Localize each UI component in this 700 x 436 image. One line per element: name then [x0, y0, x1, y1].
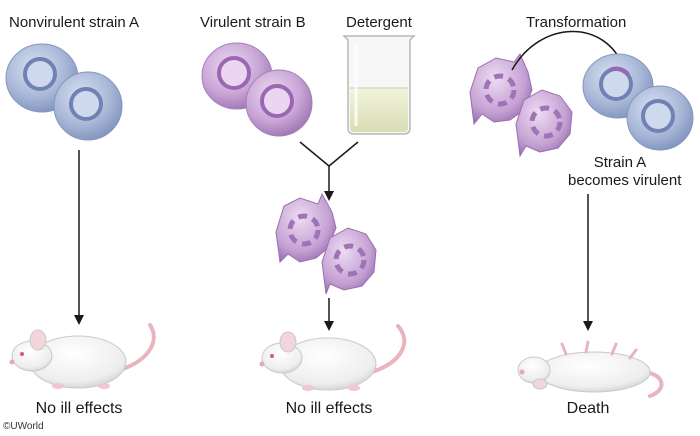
mouse-alive-middle: [259, 324, 407, 391]
detergent-beaker: [342, 35, 416, 135]
nonvirulent-cell: [5, 43, 79, 113]
outcome-left: No ill effects: [35, 400, 123, 417]
transformed-cell: [626, 85, 694, 151]
virulent-cell: [245, 69, 313, 137]
outcome-right: Death: [566, 400, 610, 417]
lysed-strain-b-fragments: [469, 53, 573, 158]
merge-lines: [299, 141, 359, 201]
transformation-label: Transformation: [526, 14, 627, 31]
nonvirulent-cell-pair: [5, 43, 123, 141]
strain-a-becomes-virulent-label: Strain A becomes virulent: [568, 154, 682, 190]
copyright-notice: ©UWorld: [3, 421, 44, 432]
virulent-strain-b-label: Virulent strain B: [200, 14, 306, 31]
transformed-cell-pair: [582, 53, 694, 151]
nonvirulent-cell: [53, 71, 123, 141]
virulent-cell-pair: [201, 42, 313, 137]
nonvirulent-strain-a-label: Nonvirulent strain A: [9, 14, 140, 31]
mouse-dead-right: [517, 340, 664, 398]
becomes-virulent-line: becomes virulent: [568, 172, 682, 189]
strain-a-line: Strain A: [593, 154, 647, 171]
lysed-virulent-cells: [275, 192, 377, 295]
outcome-middle: No ill effects: [285, 400, 373, 417]
detergent-label: Detergent: [346, 14, 412, 31]
mouse-alive-left: [9, 323, 156, 389]
transformation-arrow: [511, 30, 627, 73]
